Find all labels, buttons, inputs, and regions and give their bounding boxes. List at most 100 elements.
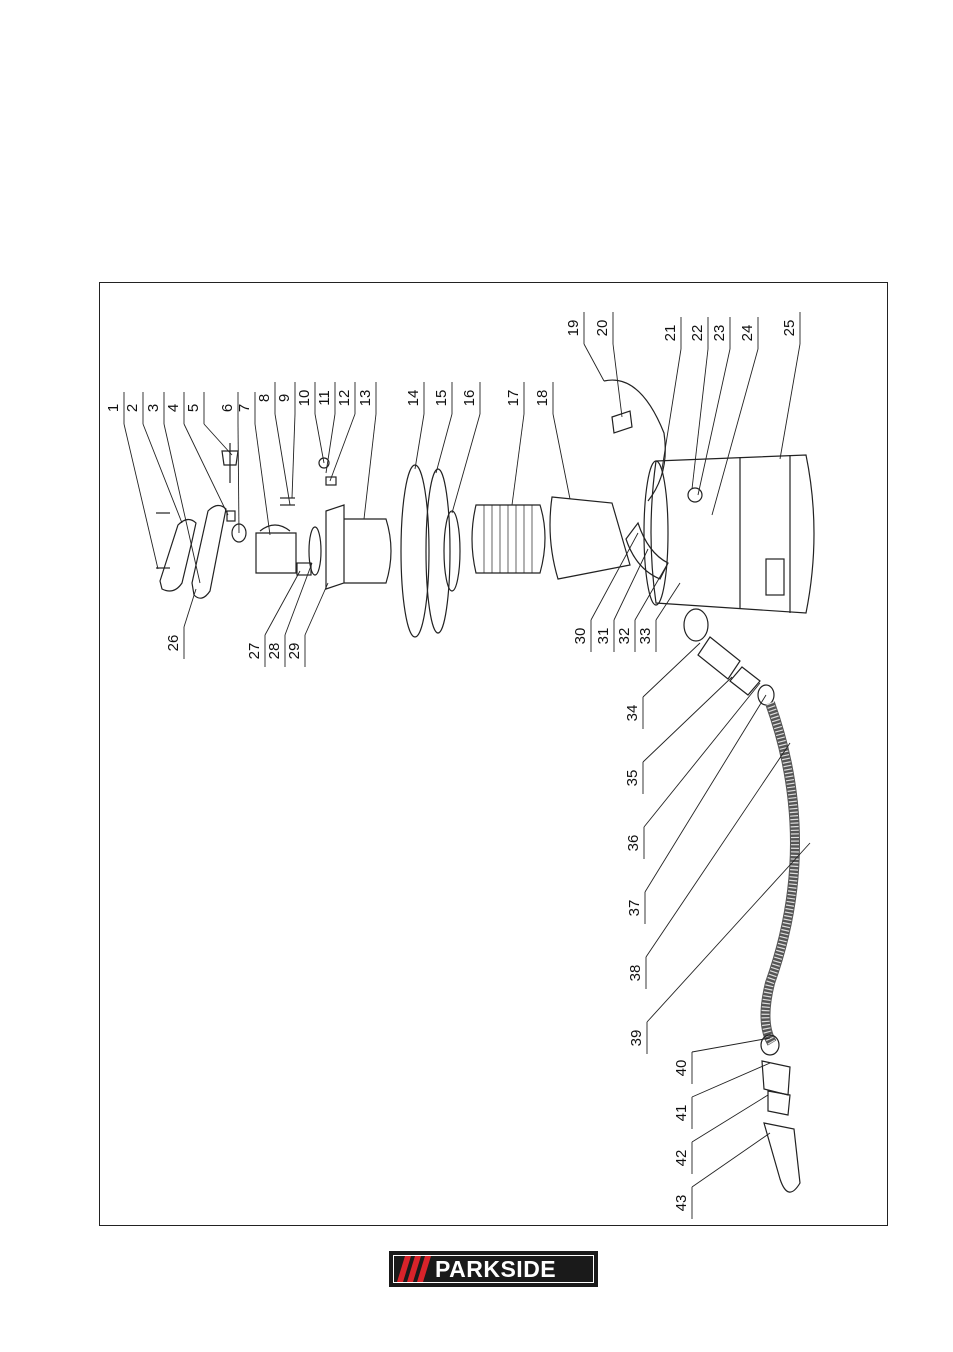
motor-housing-body	[344, 518, 392, 584]
part-leader-21	[661, 348, 682, 470]
part-leader-17	[511, 413, 525, 506]
part-number-41: 41	[673, 1105, 690, 1122]
part-leader-34	[642, 642, 701, 698]
part-number-2: 2	[124, 404, 141, 412]
part-number-7: 7	[236, 404, 253, 412]
part-number-9: 9	[276, 394, 293, 402]
part-leader-20	[612, 343, 623, 418]
part-number-19: 19	[565, 320, 582, 337]
part-number-23: 23	[711, 325, 728, 342]
part-number-43: 43	[673, 1195, 690, 1212]
parts-drawing	[156, 379, 815, 1193]
valve-10	[318, 457, 330, 469]
part-number-15: 15	[433, 390, 450, 407]
part-number-4: 4	[165, 404, 182, 412]
part-number-31: 31	[595, 628, 612, 645]
hose-nut	[729, 666, 761, 696]
part-number-35: 35	[624, 770, 641, 787]
part-leader-3	[163, 423, 201, 584]
handle-base	[191, 504, 227, 599]
part-number-37: 37	[626, 900, 643, 917]
part-leader-43	[691, 1132, 771, 1188]
brand-name: PARKSIDE	[435, 1256, 557, 1282]
part-leader-16	[451, 413, 481, 514]
container	[650, 454, 815, 614]
part-leader-19	[583, 343, 605, 382]
part-leader-13	[363, 413, 377, 520]
clip-plate	[611, 410, 633, 434]
part-number-1: 1	[105, 404, 122, 412]
part-number-18: 18	[534, 390, 551, 407]
part-number-27: 27	[246, 643, 263, 660]
part-leader-30	[590, 532, 639, 621]
part-leader-11	[325, 413, 336, 474]
part-leader-31	[613, 548, 649, 621]
part-leader-28	[284, 562, 313, 636]
part-number-5: 5	[185, 404, 202, 412]
container-knob	[687, 487, 703, 503]
part-number-21: 21	[662, 325, 679, 342]
part-leader-39	[646, 842, 811, 1023]
part-leader-18	[552, 413, 571, 500]
part-leader-8	[274, 413, 291, 506]
part-number-28: 28	[266, 643, 283, 660]
part-number-6: 6	[219, 404, 236, 412]
part-number-32: 32	[616, 628, 633, 645]
part-leader-5	[203, 423, 233, 456]
part-leader-1	[123, 423, 159, 570]
part-leader-35	[642, 676, 733, 763]
part-number-38: 38	[627, 965, 644, 982]
part-number-13: 13	[357, 390, 374, 407]
inlet-flange	[625, 521, 669, 580]
part-leader-26	[183, 588, 197, 628]
part-number-3: 3	[145, 404, 162, 412]
disc-15	[425, 468, 451, 634]
part-number-10: 10	[296, 390, 313, 407]
part-number-39: 39	[628, 1030, 645, 1047]
part-number-33: 33	[637, 628, 654, 645]
part-leader-4	[183, 423, 229, 516]
part-number-14: 14	[405, 390, 422, 407]
hose-coupling	[697, 636, 741, 680]
part-leader-33	[655, 582, 681, 621]
part-number-22: 22	[689, 325, 706, 342]
part-leader-15	[435, 413, 453, 474]
part-number-20: 20	[594, 320, 611, 337]
container-nameplate	[765, 558, 785, 596]
motor-housing	[325, 504, 345, 590]
part-leader-12	[329, 413, 356, 482]
part-number-26: 26	[165, 635, 182, 652]
part-leader-22	[691, 348, 709, 490]
disc-16	[443, 510, 461, 592]
part-leader-25	[779, 343, 801, 460]
part-leader-37	[644, 694, 767, 893]
part-leader-14	[414, 413, 425, 470]
cartridge-filter	[471, 504, 546, 574]
part-number-34: 34	[624, 705, 641, 722]
hose-ridges	[761, 701, 799, 1046]
end-oring	[760, 1034, 780, 1056]
part-number-40: 40	[673, 1060, 690, 1077]
part-leader-29	[304, 582, 329, 636]
part-number-25: 25	[781, 320, 798, 337]
filter-pleats	[483, 505, 533, 573]
part-number-29: 29	[286, 643, 303, 660]
part-number-17: 17	[505, 390, 522, 407]
part-leader-10	[314, 413, 325, 464]
part-leader-6	[237, 423, 240, 534]
end-nut	[767, 1090, 791, 1116]
part-number-8: 8	[256, 394, 273, 402]
motor	[255, 532, 297, 574]
part-leader-24	[711, 348, 759, 516]
leader-lines	[123, 312, 811, 1219]
ring-28	[308, 526, 322, 576]
part-leader-9	[291, 413, 296, 499]
valve-12	[325, 476, 337, 486]
bag-filter	[549, 496, 631, 580]
part-number-12: 12	[336, 390, 353, 407]
part-number-11: 11	[316, 390, 333, 406]
metal-tube	[763, 1122, 801, 1193]
part-leader-32	[634, 562, 669, 621]
